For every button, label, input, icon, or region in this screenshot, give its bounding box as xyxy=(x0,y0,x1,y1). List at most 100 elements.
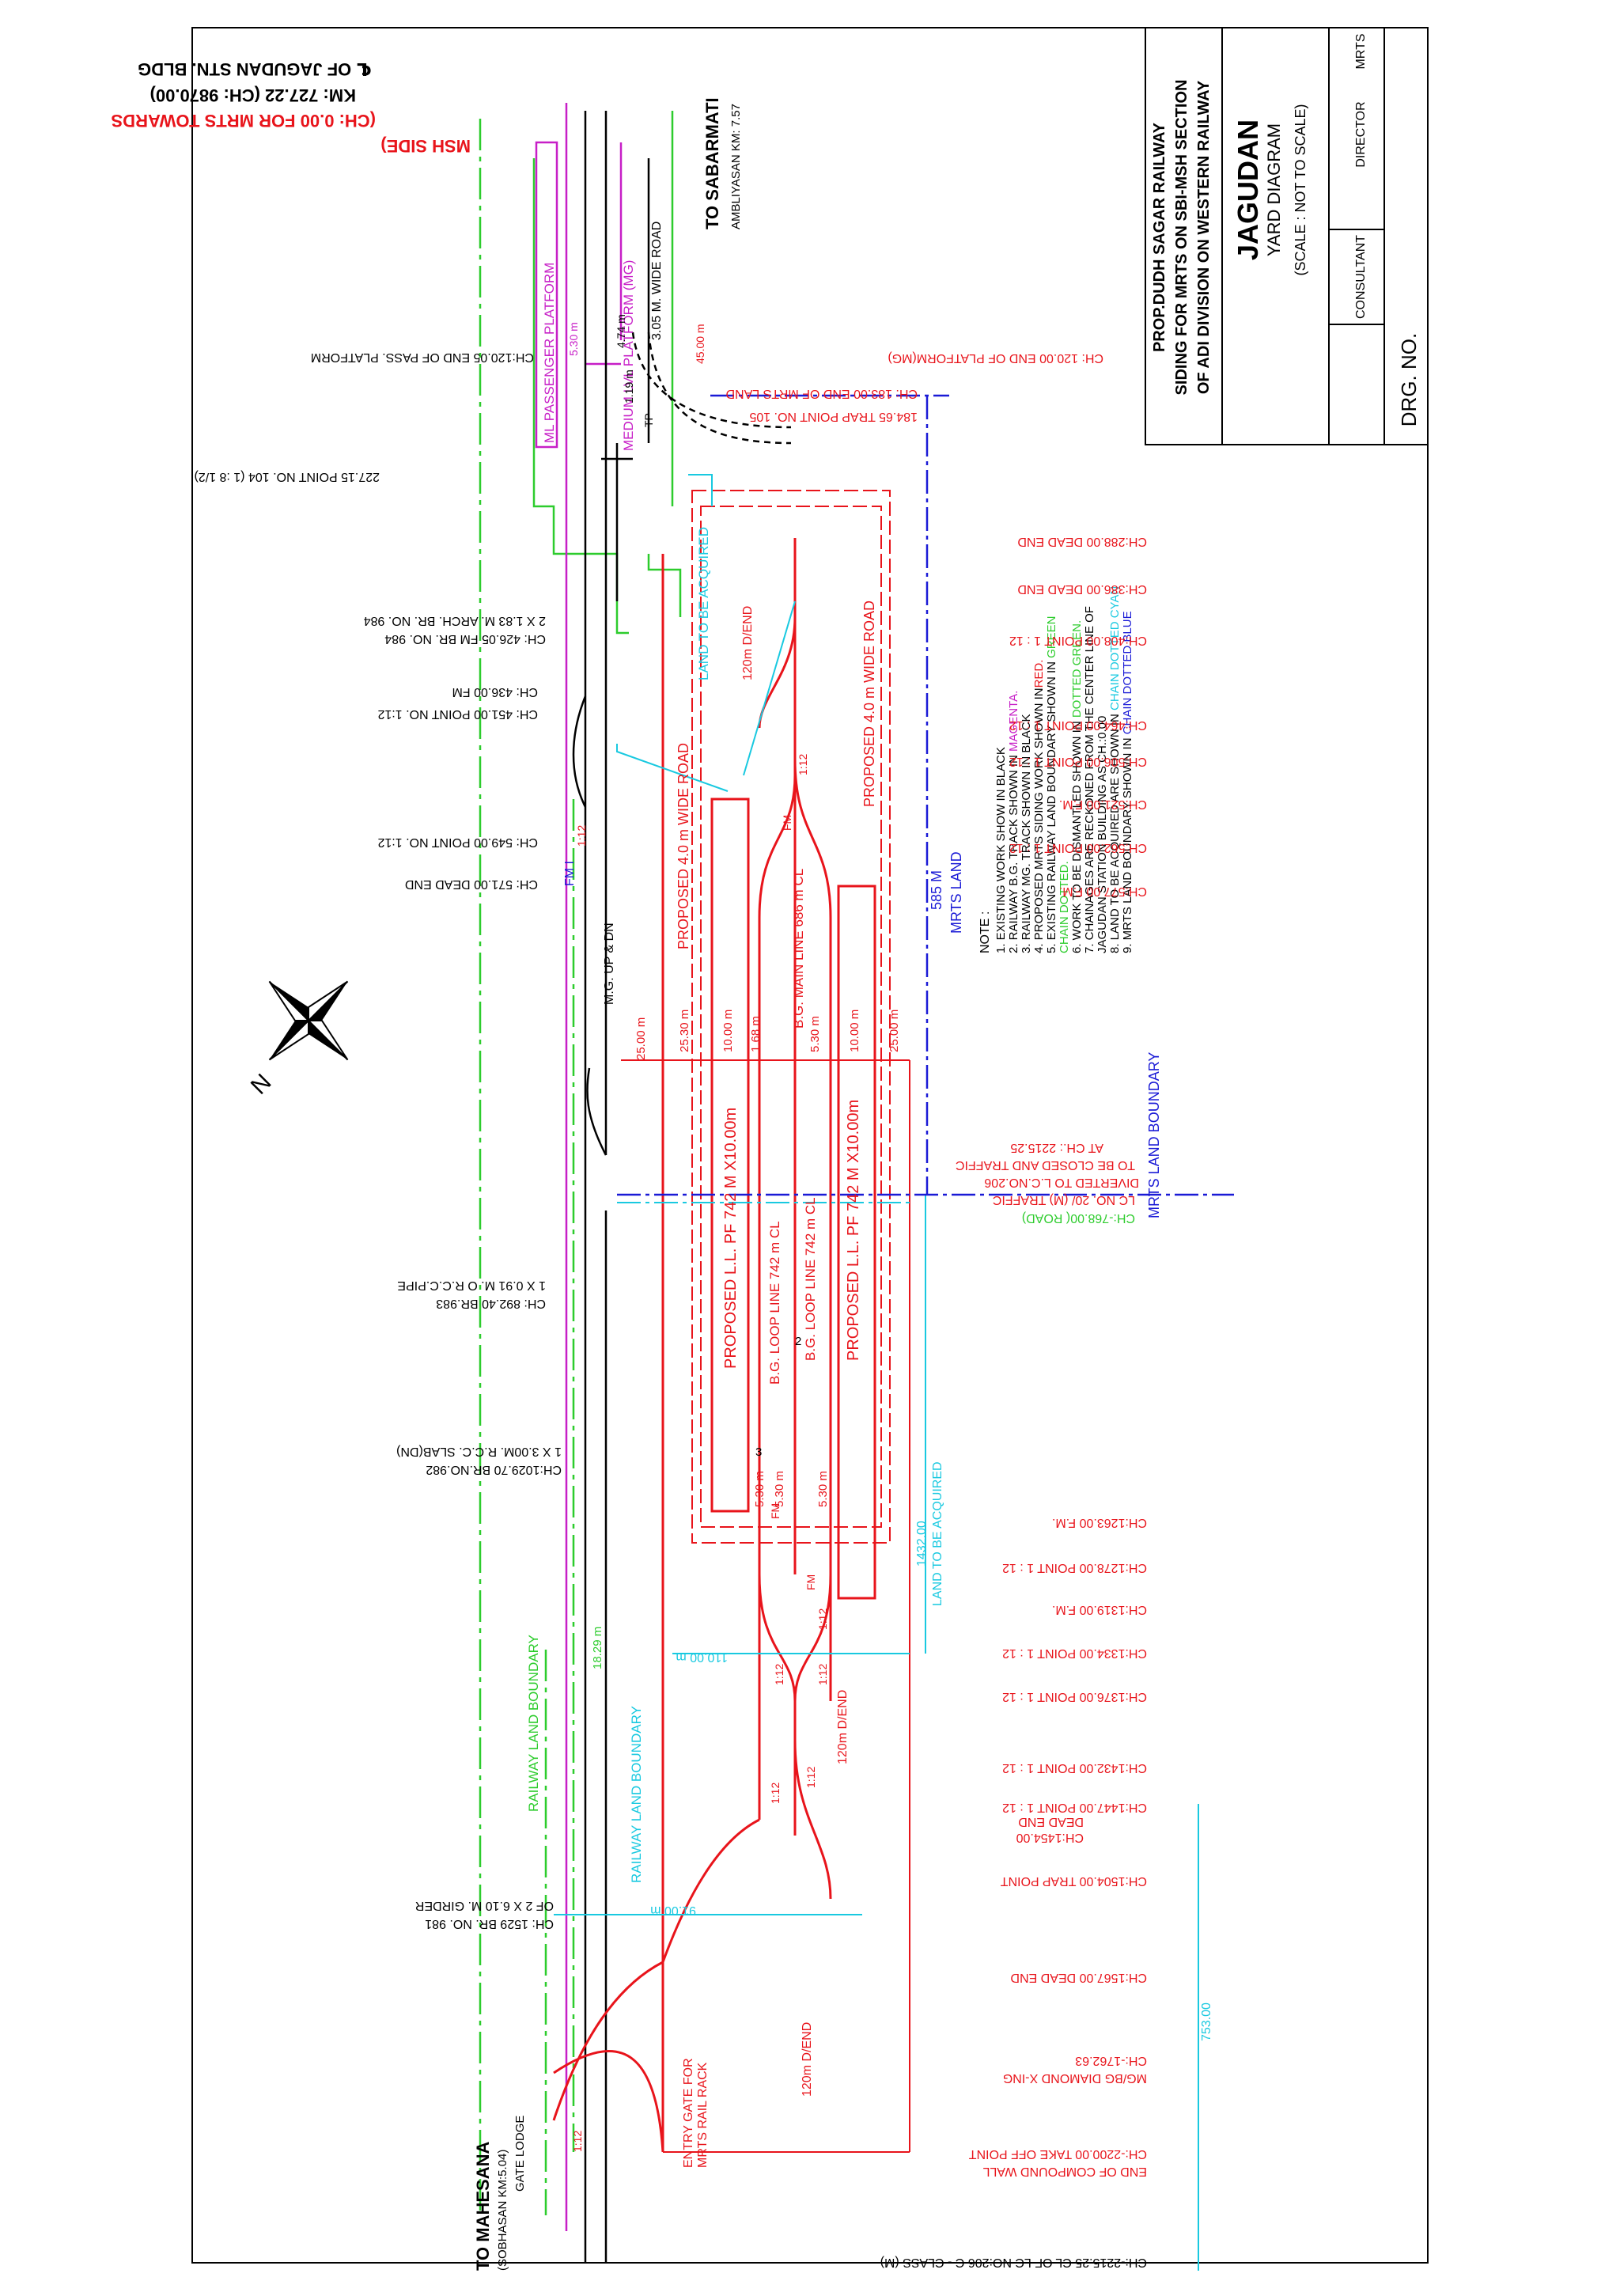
dim-label: 25.00 m xyxy=(634,1017,648,1060)
fm-label: FM I xyxy=(563,861,577,886)
lc-note-line1: CH:-768.00( ROAD) xyxy=(1022,1211,1135,1225)
director-label: DIRECTOR xyxy=(1354,101,1368,167)
bottom-chainage-label: CH:1504.00 TRAP POINT xyxy=(1001,1874,1147,1888)
mrts-land-label: MRTS LAND xyxy=(948,851,964,934)
platform-label-right: PROPOSED L.L. PF 742 M X10.00m xyxy=(845,1100,862,1361)
mg-up-dn-label: M.G. UP & DN xyxy=(603,923,616,1005)
railway-boundary-green xyxy=(479,111,682,2215)
ml-platform-label: ML PASSENGER PLATFORM xyxy=(542,263,557,443)
dim-110-label: 110.00 m xyxy=(676,1650,728,1664)
bottom-chainage-label: CH:1376.00 POINT 1 : 12 xyxy=(1002,1690,1147,1703)
bottom-chainage-label: CH:408.00 POINT 1 : 12 xyxy=(1009,634,1147,647)
top-chainage-label: CH: 451.00 POINT NO. 1:12 xyxy=(377,707,538,721)
bottom-chainage-label: CH:464.00 POINT 1 : 12 xyxy=(1009,718,1147,732)
mrts-585-label: 585 M xyxy=(929,870,944,910)
fm-label: FM xyxy=(804,1574,817,1590)
bottom-chainage-label: MG/BG DIAMOND X-ING xyxy=(1003,2071,1147,2085)
lc-note-line4: TO BE CLOSED AND TRAFFIC xyxy=(956,1158,1135,1172)
bottom-chainage-label: CH:-2200.00 TAKE OFF POINT xyxy=(969,2147,1147,2161)
title-line3: OF ADI DIVISION ON WESTERN RAILWAY xyxy=(1195,80,1213,394)
top-chainage-label: CH:120.05 END OF PASS. PLATFORM xyxy=(311,350,534,364)
proposed-siding-red xyxy=(552,490,910,2153)
note-item: 5. EXISTING RAILWAY LAND BOUNDARY SHOWN … xyxy=(1045,616,1058,953)
top-chainage-label: CH: 571.00 DEAD END xyxy=(405,877,538,891)
dim-label: 5.30 m xyxy=(567,322,580,356)
top-chainage-label: CH:-2215.25 CL OF LC NO:206 C - CLASS (M… xyxy=(880,2256,1147,2269)
dim-label: 5.30 m xyxy=(773,1471,786,1507)
bottom-chainage-label: CH:1263.00 F.M. xyxy=(1052,1516,1147,1529)
entry-gate-label: ENTRY GATE FOR xyxy=(682,2058,695,2168)
note-item: 1. EXISTING WORK SHOW IN BLACK xyxy=(994,747,1008,953)
bottom-chainage-label: CH:386.00 DEAD END xyxy=(1017,582,1147,596)
dim-label: 25.00 m xyxy=(888,1010,901,1052)
trap-point-label: TP xyxy=(642,413,655,427)
note-item: CHAIN DOTTED. xyxy=(1058,861,1071,953)
note-item: 8. LAND TO BE ACQUIRED ARE SHOWN IN CHAI… xyxy=(1108,586,1122,953)
ambliyasan-label: AMBLIYASAN KM: 7.57 xyxy=(729,104,743,229)
mrts-label: MRTS xyxy=(1354,33,1368,69)
line-number-label: 3 xyxy=(755,1445,762,1459)
dim-label: 1.19 m xyxy=(623,369,635,404)
ratio-label: 1:12 xyxy=(816,1664,829,1685)
dim-label: 1.68 m xyxy=(749,1016,763,1052)
title-line2: SIDING FOR MRTS ON SBI-MSH SECTION xyxy=(1173,80,1190,396)
top-chainage-label: CH: 426.05 FM BR. NO. 984 xyxy=(384,632,546,646)
land-1432-label: 1432.00 xyxy=(915,1521,929,1567)
station-centerline-label: ℄ OF JAGUDAN STN. BLDG xyxy=(138,59,372,79)
bottom-chainage-label: 184.65 TRAP POINT NO. 105 xyxy=(749,410,918,423)
land-to-acquire-cyan xyxy=(554,474,1199,2271)
land-acquire-label: LAND TO BE ACQUIRED xyxy=(696,527,711,680)
bottom-chainage-label: CH:1319.00 F.M. xyxy=(1052,1603,1147,1616)
ratio-label: 1:12 xyxy=(773,1664,785,1685)
proposed-road-label: PROPOSED 4.0 m WIDE ROAD xyxy=(861,601,877,807)
top-chainage-label: CH: 892.40 BR.983 xyxy=(436,1297,546,1310)
platform-label-left: PROPOSED L.L. PF 742 M X10.00m xyxy=(722,1108,740,1369)
to-mahesana-label: TO MAHESANA xyxy=(473,2142,493,2271)
scale-note: (SCALE : NOT TO SCALE) xyxy=(1293,104,1308,275)
dim-753-label: 753.00 xyxy=(1200,2002,1213,2041)
top-chainage-label: OF 2 X 6.10 M. GIRDER xyxy=(415,1899,554,1912)
loop-line-label: B.G. LOOP LINE 742 m CL xyxy=(767,1221,782,1385)
dim-label: 18.29 m xyxy=(591,1627,604,1669)
labels-layer: ℄ OF JAGUDAN STN. BLDG KM: 727.22 (CH: 98… xyxy=(111,59,1213,2271)
title-line1: PROP.DUDH SAGAR RAILWAY xyxy=(1151,122,1168,352)
magenta-bg-track xyxy=(535,103,623,2231)
top-chainage-label: CH: 436.00 FM xyxy=(452,685,538,699)
dim-91-label: 91.00 m xyxy=(650,1904,696,1917)
dead-end-label: 120m D/END xyxy=(836,1690,850,1764)
lc-note-line2: LC NO. 20/ (M) TRAFFIC xyxy=(993,1193,1135,1207)
note-item: JAGUDAN STATION BUILDING AS CH.:0.00 xyxy=(1096,716,1109,953)
top-chainage-label: CH: 1529 BR. NO. 981 xyxy=(425,1917,554,1930)
ratio-label: 1:12 xyxy=(804,1767,817,1788)
main-line-label: B.G. MAIN LINE 686 m CL xyxy=(791,869,806,1029)
loop-line-label: B.G. LOOP LINE 742 m CL xyxy=(803,1197,818,1361)
bottom-chainage-label: CH:1454.00 xyxy=(1016,1831,1084,1844)
land-acquire-label: LAND TO BE ACQUIRED xyxy=(931,1461,944,1606)
bottom-chainage-label: END OF COMPOUND WALL xyxy=(982,2165,1147,2178)
station-km-label: KM: 727.22 (CH: 9870.00) xyxy=(150,85,356,105)
bottom-chainage-label: CH:1334.00 POINT 1 : 12 xyxy=(1002,1646,1147,1660)
dead-end-label: 120m D/END xyxy=(741,606,755,680)
note-item: 9. MRTS LAND BOUNDARY SHOWN IN CHAIN DOT… xyxy=(1121,611,1134,953)
note-item: 3. RAILWAY MG. TRACK SHOWN IN BLACK xyxy=(1020,714,1033,953)
road-width-label: 3.05 M. WIDE ROAD xyxy=(650,222,664,340)
lc-note-line5: AT CH.: 2215.25 xyxy=(1010,1141,1103,1154)
bottom-chainage-label: CH:577.00 F.M. xyxy=(1059,885,1147,898)
station-name: JAGUDAN xyxy=(1232,119,1264,260)
bottom-chainage-label: DEAD END xyxy=(1018,1815,1084,1828)
note-item: 6. WORK TO BE DISMANTLED SHOWN IN DOTTED… xyxy=(1070,620,1084,953)
bottom-chainage-label: CH:506.00 POINT 1 : 12 xyxy=(1009,755,1147,768)
dim-label: 5.30 m xyxy=(808,1016,822,1052)
dim-label: 45.00 m xyxy=(694,324,706,364)
bottom-chainage-label: CH:1567.00 DEAD END xyxy=(1010,1971,1147,1984)
entry-gate-label: MRTS RAIL RACK xyxy=(696,2062,710,2168)
mrts-boundary-blue xyxy=(617,394,1234,1196)
dim-label: 25.30 m xyxy=(678,1010,691,1052)
lc-note-line3: DIVERTED TO L.C.NO.206 xyxy=(984,1176,1139,1189)
notes-heading: NOTE : xyxy=(978,911,992,953)
dim-label: 5.30 m xyxy=(816,1471,830,1507)
gate-lodge-label: GATE LODGE xyxy=(513,2116,527,2192)
railway-boundary-label: RAILWAY LAND BOUNDARY xyxy=(526,1635,541,1812)
